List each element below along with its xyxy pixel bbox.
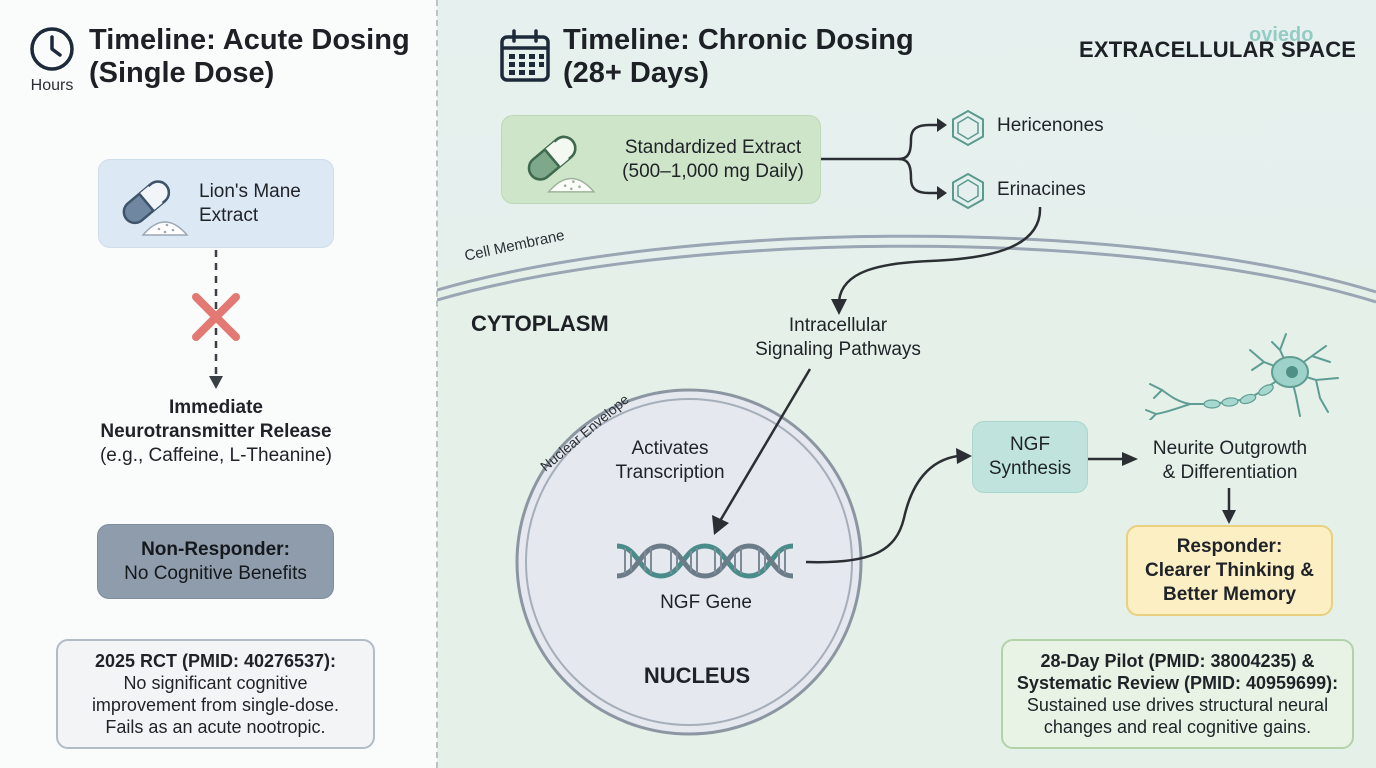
dna-icon: [616, 543, 794, 579]
ngf-line2: Synthesis: [988, 458, 1072, 479]
rct-line1: 2025 RCT (PMID: 40276537):: [94, 651, 337, 671]
standardized-extract-label: Standardized Extract (500–1,000 mg Daily…: [606, 136, 820, 184]
activates-line2: Transcription: [615, 462, 725, 483]
hericenones-label: Hericenones: [997, 115, 1104, 136]
clock-icon: [30, 27, 74, 71]
chronic-title-line1: Timeline: Chronic Dosing: [563, 24, 914, 56]
acute-title: Timeline: Acute Dosing (Single Dose): [89, 24, 410, 90]
pilot-evidence-box: 28-Day Pilot (PMID: 38004235) & Systemat…: [1001, 639, 1354, 749]
extracellular-space-label: EXTRACELLULAR SPACE: [1079, 37, 1357, 62]
signaling-line1: Intracellular: [788, 315, 888, 336]
ngf-gene-label: NGF Gene: [660, 592, 752, 613]
responder-line3: Better Memory: [1162, 583, 1297, 605]
nucleus-outer-envelope: [515, 388, 863, 736]
lions-mane-line2: Extract: [199, 204, 259, 226]
responder-box: Responder: Clearer Thinking & Better Mem…: [1126, 525, 1333, 616]
non-responder-line2: No Cognitive Benefits: [124, 562, 307, 584]
neuron-icon: [1145, 333, 1339, 420]
neurite-outgrowth-label: Neurite Outgrowth & Differentiation: [1132, 437, 1328, 485]
responder-line2: Clearer Thinking &: [1145, 559, 1314, 581]
pilot-line3: Sustained use drives structural neural: [1026, 695, 1329, 715]
erinacines-label: Erinacines: [997, 179, 1086, 200]
lions-mane-extract-box: Lion's Mane Extract: [98, 159, 334, 248]
acute-title-line1: Timeline: Acute Dosing: [89, 24, 410, 56]
release-line2: Neurotransmitter Release: [100, 421, 332, 442]
capsule-icon: [527, 135, 596, 193]
cell-membrane-inner: [437, 244, 1376, 304]
x-cross-icon: [192, 293, 240, 341]
clock-caption: Hours: [30, 77, 74, 94]
non-responder-box: Non-Responder: No Cognitive Benefits: [97, 524, 334, 599]
rct-line2: No significant cognitive: [123, 673, 308, 693]
cell-diagram-graphics: [437, 234, 1376, 736]
rct-line4: Fails as an acute nootropic.: [105, 717, 326, 737]
panel-divider: [436, 0, 438, 768]
entry-arrow: [831, 206, 1042, 315]
neurite-to-responder-arrow: [1222, 488, 1236, 524]
calendar-icon: [500, 29, 550, 82]
standardized-extract-line1: Standardized Extract: [624, 136, 802, 158]
activates-line1: Activates: [631, 438, 709, 459]
acute-title-line2: (Single Dose): [89, 57, 275, 89]
standardized-extract-line2: (500–1,000 mg Daily): [622, 160, 804, 182]
lions-mane-line1: Lion's Mane: [199, 180, 301, 202]
nucleus-inner-envelope: [525, 398, 853, 726]
release-line3: (e.g., Caffeine, L-Theanine): [99, 445, 332, 466]
hexagon-icon: [952, 109, 984, 147]
responder-line1: Responder:: [1176, 535, 1283, 557]
pilot-line4: changes and real cognitive gains.: [1043, 717, 1312, 737]
activates-transcription-label: Activates Transcription: [590, 437, 750, 485]
neurite-line2: & Differentiation: [1162, 462, 1298, 483]
branch-arrows: [821, 118, 947, 200]
cytoplasm-label: CYTOPLASM: [471, 311, 609, 336]
signal-to-gene-arrow: [712, 368, 812, 535]
gene-to-ngf-arrow: [805, 448, 972, 564]
signaling-line2: Signaling Pathways: [755, 339, 921, 360]
ngf-line1: NGF: [1009, 434, 1051, 455]
ngf-to-neurite-arrow: [1088, 452, 1138, 466]
neurite-line1: Neurite Outgrowth: [1152, 438, 1308, 459]
lions-mane-label: Lion's Mane Extract: [199, 180, 301, 228]
chronic-title-line2: (28+ Days): [563, 57, 709, 89]
watermark-logo: oviedo: [1249, 24, 1314, 46]
immediate-release-text: Immediate Neurotransmitter Release (e.g.…: [40, 396, 392, 468]
rct-line3: improvement from single-dose.: [91, 695, 340, 715]
cell-membrane: [437, 234, 1376, 294]
rct-evidence-box: 2025 RCT (PMID: 40276537): No significan…: [56, 639, 375, 749]
release-line1: Immediate: [169, 397, 263, 418]
hexagon-icon: [952, 172, 984, 210]
signaling-pathways-label: Intracellular Signaling Pathways: [728, 314, 948, 362]
nucleus-label: NUCLEUS: [643, 663, 751, 688]
pilot-line2: Systematic Review (PMID: 40959699):: [1016, 673, 1339, 693]
non-responder-line1: Non-Responder:: [141, 538, 290, 560]
capsule-icon: [122, 179, 189, 236]
chronic-title: Timeline: Chronic Dosing (28+ Days): [563, 24, 914, 90]
ngf-synthesis-box: NGF Synthesis: [972, 421, 1088, 493]
pilot-line1: 28-Day Pilot (PMID: 38004235) &: [1040, 651, 1315, 671]
blocked-pathway-arrow: [209, 250, 223, 389]
standardized-extract-box: Standardized Extract (500–1,000 mg Daily…: [501, 115, 821, 204]
